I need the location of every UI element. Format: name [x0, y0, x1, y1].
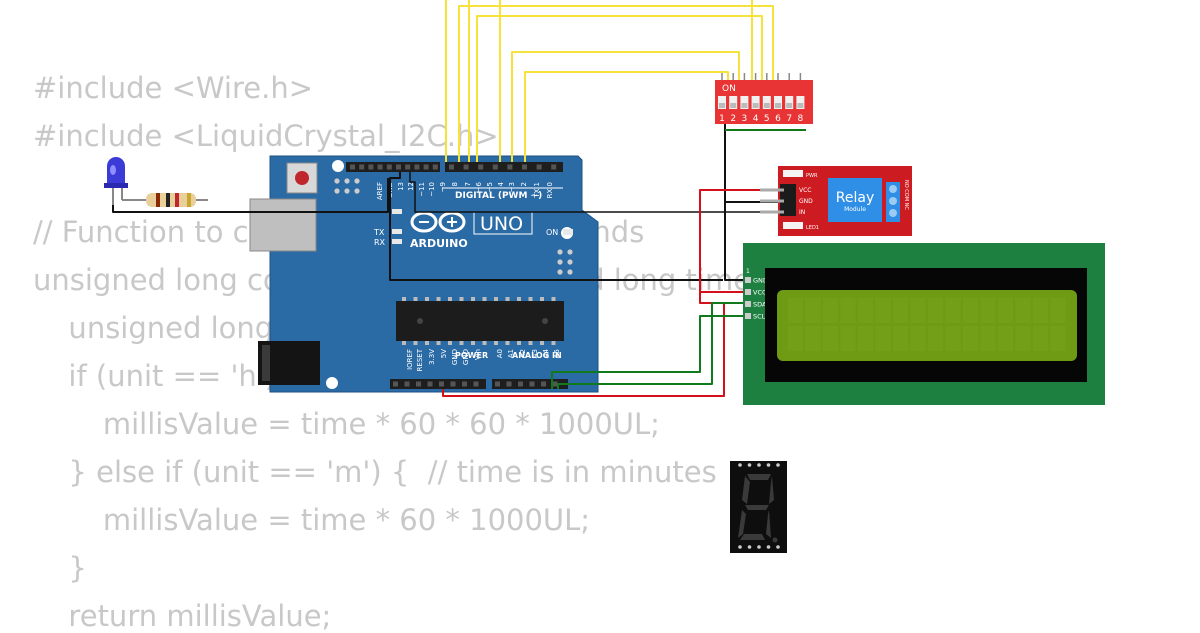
pin-label-bottom: GND	[462, 349, 470, 365]
relay-pin-label: GND	[799, 198, 813, 205]
relay-pwr-label: PWR	[806, 173, 818, 179]
code-line: #include <LiquidCrystal_I2C.h>	[33, 119, 499, 153]
dip-toggle[interactable]	[796, 96, 805, 109]
pin-label-top: 4	[497, 181, 505, 186]
dip-number: 6	[775, 114, 781, 124]
code-line: }	[50, 551, 87, 585]
dip-number: 5	[764, 114, 770, 124]
pin-label-bottom: GND	[451, 349, 459, 365]
pin-label-bottom: 5V	[440, 349, 448, 358]
dip-toggle[interactable]	[718, 96, 726, 109]
pin-label-bottom: IOREF	[406, 349, 414, 370]
pin-label-top: ~9	[439, 182, 447, 192]
pin-label-bottom: A5	[553, 349, 561, 358]
dip-number: 7	[786, 114, 792, 124]
pin-label-bottom: Vin	[474, 349, 482, 360]
seven-segment-display[interactable]	[730, 461, 787, 553]
pin-label-top: 13	[397, 182, 405, 191]
dip-on-label: ON	[722, 84, 736, 94]
dip-number: 3	[742, 114, 748, 124]
analog-in-label: ANALOG IN	[512, 351, 562, 360]
lcd-pin-label: GND	[753, 277, 768, 285]
pin-label-bottom: A2	[519, 349, 527, 358]
relay-title: Relay	[836, 190, 874, 206]
lcd-pin-label: SDA	[753, 301, 767, 309]
rx-led-label: RX	[374, 238, 386, 247]
on-led-label: ON	[546, 228, 558, 237]
pin-label-top: 2	[520, 182, 528, 186]
relay-pin-label: IN	[799, 209, 805, 216]
pin-label-bottom: A4	[542, 348, 550, 358]
relay-terminal-labels: NO COM NC	[903, 180, 909, 210]
pin-label-top: ~11	[418, 182, 426, 197]
segment-digit	[738, 474, 778, 543]
relay-led1-label: LED1	[806, 225, 819, 231]
lcd-pin[interactable]	[745, 313, 751, 319]
rx-led	[392, 239, 402, 244]
atmega-chip	[396, 301, 564, 341]
lcd-pin[interactable]	[745, 289, 751, 295]
dip-toggle[interactable]	[751, 96, 760, 109]
power-section-label: POWER	[455, 351, 488, 360]
pin-label-bottom: A0	[496, 349, 504, 358]
dip-toggle[interactable]	[785, 96, 794, 109]
relay-pin-label: VCC	[799, 187, 811, 194]
pin-label-top: AREF	[376, 182, 384, 200]
top-header-left	[346, 162, 440, 172]
lcd-pin[interactable]	[745, 301, 751, 307]
arduino-logo	[410, 211, 466, 233]
uno-model-label: UNO	[480, 213, 523, 235]
tx-led-label: TX	[373, 228, 385, 237]
lcd-pin1-label: 1	[746, 268, 750, 275]
wires	[112, 0, 806, 397]
dip-number: 4	[753, 114, 759, 124]
pin-label-top: ~10	[428, 182, 436, 197]
code-line: millisValue = time * 60 * 1000UL;	[66, 503, 591, 537]
dip-toggle[interactable]	[740, 96, 749, 109]
icsp-header	[334, 178, 360, 194]
code-line: return millisValue;	[50, 599, 332, 633]
blue-led[interactable]	[104, 157, 128, 210]
pin-label-top: ~3	[508, 182, 516, 192]
tx-led	[392, 229, 402, 234]
digital-pwm-label: DIGITAL (PWM ~)	[455, 191, 542, 201]
usb-port	[249, 198, 317, 252]
pin-label-top: RX 0	[546, 182, 554, 198]
top-header-right	[445, 162, 563, 172]
relay-module[interactable]: PWR LED1 VCC GND IN Relay Module NO COM NC	[760, 166, 912, 236]
lcd-pin-label: SCL	[753, 313, 766, 321]
pin-label-top: 7	[464, 182, 472, 186]
pin-label-top: TX 1	[533, 182, 541, 199]
dip-toggle[interactable]	[762, 96, 771, 109]
lcd-pin[interactable]	[745, 277, 751, 283]
pin-label-top: ~6	[475, 181, 483, 192]
on-led	[563, 229, 573, 235]
relay-subtitle: Module	[844, 206, 866, 213]
dip-number: 1	[719, 114, 725, 124]
pin-label-top: 12	[407, 182, 415, 191]
code-line: } else if (unit == 'm') { // time is in …	[50, 455, 717, 489]
dip-toggle[interactable]	[774, 96, 782, 109]
lcd-pin-label: VCC	[753, 289, 767, 297]
code-line: #include <Wire.h>	[33, 71, 314, 105]
pin-label-top: ~5	[486, 182, 494, 192]
lcd-display[interactable]: 1 GND VCC SDA SCL	[743, 243, 1105, 405]
resistor[interactable]	[122, 193, 208, 207]
code-line: millisValue = time * 60 * 60 * 1000UL;	[66, 407, 660, 441]
pin-label-bottom: RESET	[416, 348, 424, 371]
arduino-brand-label: ARDUINO	[410, 237, 468, 250]
dip-number: 2	[730, 114, 736, 124]
pin-label-top: 8	[451, 182, 459, 186]
dip-number: 8	[798, 114, 804, 124]
l-led	[392, 209, 402, 214]
pin-label-bottom: A3	[531, 349, 539, 358]
lcd-screen	[777, 290, 1077, 361]
pin-label-bottom: 3.3V	[428, 349, 436, 365]
pin-label-bottom: A1	[507, 349, 515, 358]
power-header	[390, 379, 486, 389]
dip-toggle[interactable]	[729, 96, 738, 109]
